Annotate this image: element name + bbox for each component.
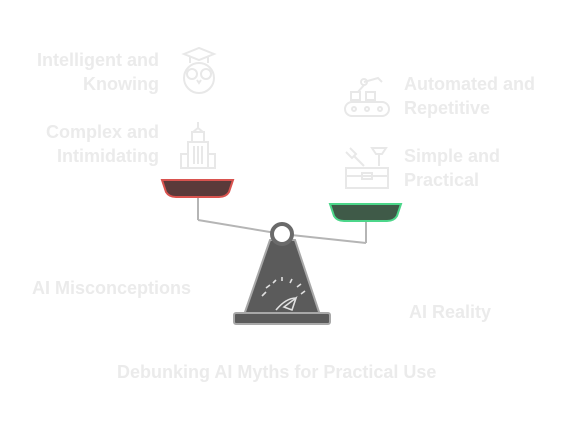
misconception-2-line2: Intimidating bbox=[57, 146, 159, 166]
misconception-1-line1: Intelligent and bbox=[36, 50, 159, 70]
misconception-1-label: Intelligent and Knowing bbox=[37, 48, 159, 96]
scale-foot bbox=[233, 312, 331, 325]
gauge-icon bbox=[261, 277, 306, 312]
tools-toolbox-icon bbox=[342, 144, 392, 192]
reality-2-line2: Practical bbox=[404, 170, 480, 190]
reality-1-line2: Repetitive bbox=[404, 98, 491, 118]
right-pan bbox=[328, 203, 403, 222]
misconceptions-title: AI Misconceptions bbox=[32, 278, 192, 298]
reality-1-label: Automated and Repetitive bbox=[404, 72, 535, 120]
scale-pivot bbox=[270, 222, 294, 246]
reality-2-line1: Simple and bbox=[404, 146, 501, 166]
robotic-arm-conveyor-icon bbox=[342, 72, 392, 120]
scale-beam-right bbox=[281, 233, 367, 244]
reality-2-label: Simple and Practical bbox=[404, 144, 500, 192]
skyscraper-icon bbox=[178, 120, 218, 170]
left-pan bbox=[160, 179, 235, 198]
misconception-2-line1: Complex and bbox=[45, 122, 159, 142]
reality-1-line1: Automated and bbox=[404, 74, 536, 94]
owl-graduate-icon bbox=[178, 46, 220, 96]
reality-title: AI Reality bbox=[409, 302, 492, 322]
diagram-caption: Debunking AI Myths for Practical Use bbox=[117, 362, 437, 382]
misconception-2-label: Complex and Intimidating bbox=[46, 120, 159, 168]
misconception-1-line2: Knowing bbox=[83, 74, 159, 94]
scale-beam-left bbox=[197, 219, 283, 235]
